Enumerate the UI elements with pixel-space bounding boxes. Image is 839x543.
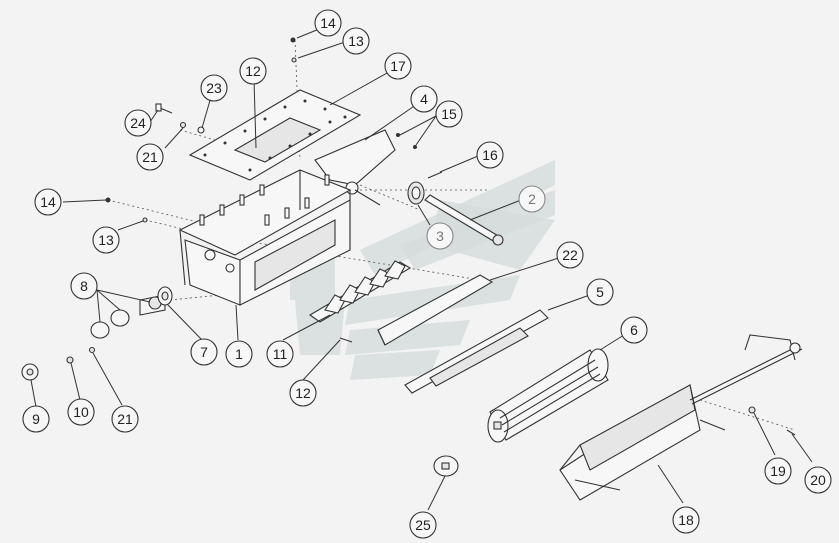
svg-text:6: 6 bbox=[630, 322, 638, 338]
callout-12-bottom: 12 bbox=[289, 379, 317, 407]
svg-text:10: 10 bbox=[73, 404, 89, 420]
callout-3: 3 bbox=[426, 222, 454, 250]
svg-text:5: 5 bbox=[596, 284, 604, 300]
svg-text:21: 21 bbox=[117, 411, 133, 427]
callout-7: 7 bbox=[190, 338, 218, 366]
svg-text:7: 7 bbox=[200, 344, 208, 360]
svg-text:4: 4 bbox=[420, 91, 428, 107]
callout-22: 22 bbox=[556, 241, 584, 269]
callout-13-left: 13 bbox=[92, 226, 120, 254]
handle-rod bbox=[689, 334, 803, 436]
pin-16 bbox=[427, 171, 443, 179]
callout-20: 20 bbox=[804, 466, 832, 494]
svg-text:14: 14 bbox=[320, 15, 336, 31]
flange-bearings bbox=[90, 294, 166, 339]
callout-11: 11 bbox=[266, 340, 294, 368]
callout-19: 19 bbox=[764, 457, 792, 485]
svg-text:23: 23 bbox=[206, 80, 222, 96]
callout-10: 10 bbox=[67, 398, 95, 426]
bolt-12b bbox=[339, 337, 353, 343]
callout-9: 9 bbox=[22, 405, 50, 433]
svg-text:25: 25 bbox=[415, 517, 431, 533]
callout-16: 16 bbox=[476, 141, 504, 169]
svg-text:8: 8 bbox=[80, 278, 88, 294]
callout-14-top: 14 bbox=[314, 9, 342, 37]
svg-text:12: 12 bbox=[295, 385, 311, 401]
washer-7 bbox=[157, 286, 173, 306]
nut-14a bbox=[290, 37, 296, 43]
svg-text:17: 17 bbox=[390, 58, 406, 74]
callout-8: 8 bbox=[70, 272, 98, 300]
tray-assembly bbox=[559, 384, 726, 501]
callout-5: 5 bbox=[586, 278, 614, 306]
callout-bubbles: 1 2 3 4 5 6 7 8 9 10 11 12 12 13 13 14 1… bbox=[22, 9, 832, 539]
svg-text:2: 2 bbox=[528, 191, 536, 207]
svg-text:11: 11 bbox=[273, 346, 288, 362]
cover-plate bbox=[188, 89, 362, 181]
nut-10 bbox=[66, 356, 74, 364]
callout-25: 25 bbox=[409, 511, 437, 539]
nut-9 bbox=[21, 363, 39, 381]
callout-24: 24 bbox=[124, 109, 152, 137]
svg-text:13: 13 bbox=[348, 33, 364, 49]
drive-shaft bbox=[404, 309, 549, 394]
svg-text:20: 20 bbox=[810, 472, 826, 488]
callout-4: 4 bbox=[410, 85, 438, 113]
washer-13a bbox=[291, 57, 297, 63]
svg-text:1: 1 bbox=[235, 346, 243, 362]
svg-text:21: 21 bbox=[142, 149, 158, 165]
svg-text:3: 3 bbox=[436, 228, 444, 244]
roller bbox=[487, 348, 609, 443]
bearing bbox=[407, 181, 425, 205]
washer-21a bbox=[179, 121, 187, 129]
svg-text:13: 13 bbox=[98, 232, 114, 248]
svg-text:15: 15 bbox=[441, 106, 457, 122]
callout-1: 1 bbox=[225, 340, 253, 368]
svg-text:14: 14 bbox=[40, 194, 56, 210]
washer-13b bbox=[142, 217, 148, 223]
callout-15: 15 bbox=[435, 100, 463, 128]
housing-bolts bbox=[199, 174, 330, 226]
callout-23: 23 bbox=[200, 74, 228, 102]
washer-21b bbox=[88, 346, 96, 354]
svg-text:12: 12 bbox=[245, 63, 261, 79]
svg-text:16: 16 bbox=[482, 147, 498, 163]
callout-14-left: 14 bbox=[34, 188, 62, 216]
wedge-bar bbox=[377, 274, 494, 346]
callout-17: 17 bbox=[384, 52, 412, 80]
main-housing bbox=[178, 169, 352, 306]
svg-text:9: 9 bbox=[32, 411, 40, 427]
svg-text:22: 22 bbox=[562, 247, 578, 263]
washer-15b bbox=[413, 145, 417, 149]
callout-21-top: 21 bbox=[136, 143, 164, 171]
callout-2: 2 bbox=[518, 185, 546, 213]
svg-text:24: 24 bbox=[130, 115, 146, 131]
disc-25 bbox=[433, 455, 459, 477]
callout-6: 6 bbox=[620, 316, 648, 344]
washer-23 bbox=[197, 126, 205, 134]
shaft bbox=[424, 194, 504, 246]
svg-text:19: 19 bbox=[770, 463, 786, 479]
nut-14b bbox=[105, 197, 111, 203]
bolt-24 bbox=[155, 103, 173, 114]
comb-plate bbox=[308, 260, 412, 323]
callout-21-bottom: 21 bbox=[111, 405, 139, 433]
washer-15a bbox=[396, 133, 400, 137]
svg-text:18: 18 bbox=[678, 512, 694, 528]
callout-13-top: 13 bbox=[342, 27, 370, 55]
callout-18: 18 bbox=[672, 506, 700, 534]
callout-12-top: 12 bbox=[239, 57, 267, 85]
